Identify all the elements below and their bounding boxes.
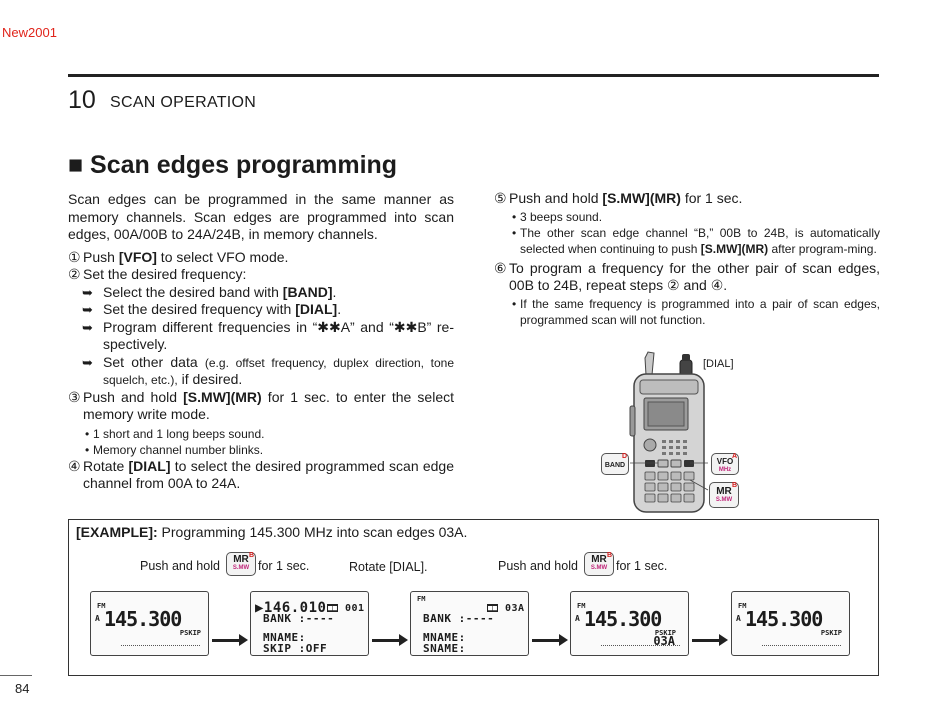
signal-meter (601, 645, 680, 646)
mr-key: MR S.MW B (709, 482, 739, 508)
lcd-display-2: ▶146.010 ■■ 001 BANK :---- MNAME: SKIP :… (250, 591, 369, 656)
arrow-right-icon: ➥ (82, 284, 93, 300)
lcd-display-4: FM A 145.300 PSKIP 03A (570, 591, 689, 656)
mode-indicator: FM (417, 595, 426, 603)
flow-arrow (372, 634, 408, 646)
footer-rule (0, 675, 32, 676)
smw-key-ref: [S.MW](MR) (183, 388, 262, 405)
skip-row: SKIP :OFF (263, 642, 328, 655)
band-indicator: A (95, 614, 100, 623)
section-title: ■ Scan edges programming (68, 151, 398, 179)
radio-drawing (629, 351, 709, 513)
chapter-number: 10 (68, 86, 96, 114)
step-label-push-hold-2: Push and hold (498, 559, 578, 573)
lcd-display-1: FM A 145.300 PSKIP (90, 591, 209, 656)
step-number: ⑤ (494, 190, 507, 206)
vfo-key: VFO MHz A (711, 453, 739, 475)
mode-indicator: FM (738, 602, 747, 610)
pskip-indicator: PSKIP (654, 629, 676, 637)
frequency-readout: 145.300 (104, 607, 182, 631)
frequency-readout: 145.300 (745, 607, 823, 631)
step-number: ① (68, 248, 81, 265)
step-label-sec-2: for 1 sec. (616, 559, 668, 573)
mode-indicator: FM (97, 602, 106, 610)
signal-meter (121, 645, 200, 646)
intro-paragraph: Scan edges can be programmed in the same… (68, 191, 454, 242)
mname-row: MNAME: (263, 631, 306, 644)
memory-chip-icon: ■■ (327, 604, 339, 612)
channel-number: 001 (345, 603, 365, 614)
step-2-sub-1: ➥Select the desired band with [BAND]. (82, 283, 337, 300)
smw-key-ref: [S.MW](MR) (602, 190, 681, 206)
step-3-bullet-1: •1 short and 1 long beeps sound. (85, 426, 265, 441)
mode-indicator: FM (577, 602, 586, 610)
band-indicator: A (575, 614, 580, 623)
mr-key-icon: MR S.MW B (584, 552, 614, 576)
draft-tag: New2001 (2, 25, 57, 40)
band-key: BAND D (601, 453, 629, 475)
channel-number: 03A (505, 603, 525, 614)
page-number: 84 (15, 681, 30, 696)
step-3-bullet-2: •Memory channel number blinks. (85, 442, 264, 457)
memory-chip-icon: ■■ (487, 604, 499, 612)
step-number: ④ (68, 457, 81, 474)
arrow-right-icon: ➥ (82, 302, 93, 317)
step-number: ③ (68, 388, 81, 405)
header-rule (68, 74, 879, 77)
band-indicator: A (736, 614, 741, 623)
step-2-sub-4: ➥Set other data (e.g. offset frequency, … (82, 353, 454, 388)
arrow-right-icon: ➥ (82, 354, 93, 370)
step-label-sec-1: for 1 sec. (258, 559, 310, 573)
step-5-bullet-1: •3 beeps sound. (512, 209, 603, 224)
arrow-right-icon: ➥ (82, 319, 93, 335)
dial-label: [DIAL] (703, 358, 734, 370)
step-5-bullet-2: •The other scan edge channel “B,” 00B to… (512, 225, 880, 256)
lcd-display-3: FM ■■ 03A BANK :---- MNAME: SNAME: (410, 591, 529, 656)
step-6-bullet: •If the same frequency is programmed int… (512, 296, 880, 327)
left-column: Scan edges can be programmed in the same… (68, 191, 454, 493)
vfo-key-ref: [VFO] (118, 248, 157, 265)
step-2-sub-2: ➥Set the desired frequency with [DIAL]. (82, 301, 342, 317)
step-label-rotate: Rotate [DIAL]. (349, 560, 428, 574)
smw-key-ref: [S.MW](MR) (700, 241, 769, 256)
step-number: ② (68, 266, 81, 282)
step-label-push-hold-1: Push and hold (140, 559, 220, 573)
frequency-readout: 145.300 (584, 607, 662, 631)
pskip-indicator: PSKIP (179, 629, 201, 637)
signal-meter (762, 645, 841, 646)
flow-arrow (692, 634, 728, 646)
radio-illustration (600, 350, 750, 515)
bank-row: BANK :---- (263, 612, 335, 625)
mr-key-icon: MR S.MW B (226, 552, 256, 576)
mname-row: MNAME: (423, 631, 466, 644)
dial-key-ref: [DIAL] (295, 301, 338, 317)
example-title: [EXAMPLE]: Programming 145.300 MHz into … (76, 524, 468, 540)
dial-key-ref: [DIAL] (128, 457, 171, 474)
step-number: ⑥ (494, 259, 507, 276)
lcd-display-5: FM A 145.300 PSKIP (731, 591, 850, 656)
pskip-indicator: PSKIP (820, 629, 842, 637)
chapter-title: SCAN OPERATION (110, 94, 257, 111)
frequency-readout: ▶146.010 (255, 600, 327, 616)
flow-arrow (532, 634, 568, 646)
band-key-ref: [BAND] (282, 283, 333, 300)
step-2-sub-3: ➥Program different frequencies in “✱✱A” … (82, 318, 454, 353)
example-box (68, 519, 879, 676)
flow-arrow (212, 634, 248, 646)
channel-number: 03A (653, 634, 675, 648)
bank-row: BANK :---- (423, 612, 495, 625)
sname-row: SNAME: (423, 642, 466, 655)
